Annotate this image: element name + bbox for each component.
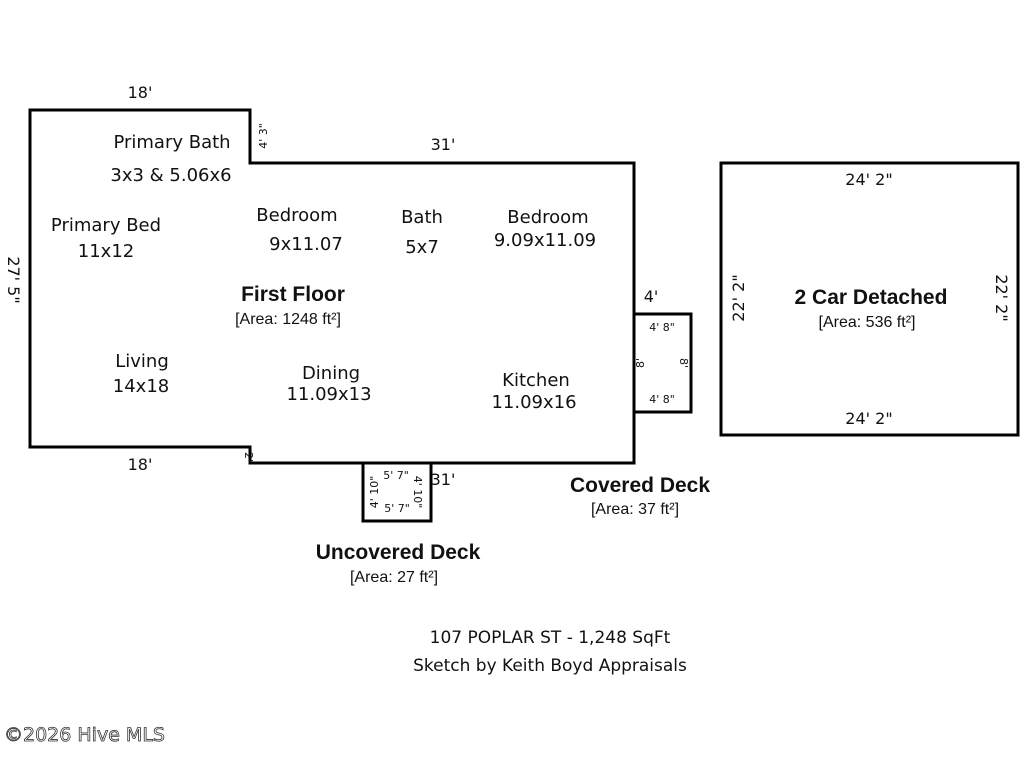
room-bedroom-1-size: 9x11.07	[269, 234, 343, 255]
dim-bottom-notch: 2'	[242, 452, 255, 462]
garage-dim-right: 22' 2"	[992, 274, 1011, 321]
uncovered-deck-area: [Area: 27 ft²]	[350, 569, 438, 586]
address-caption: 107 POPLAR ST - 1,248 SqFt	[430, 628, 671, 648]
room-primary-bed-size: 11x12	[78, 241, 134, 262]
garage-dim-bottom: 24' 2"	[845, 409, 892, 428]
garage-dim-left: 22' 2"	[729, 274, 748, 321]
room-bath-size: 5x7	[405, 237, 439, 258]
first-floor-title: First Floor	[241, 283, 345, 306]
dim-top-main: 31'	[431, 135, 456, 154]
room-dining-size: 11.09x13	[286, 384, 371, 405]
covered-deck-title: Covered Deck	[570, 474, 710, 497]
room-primary-bed-name: Primary Bed	[51, 215, 161, 236]
uncovered-deck-dim-left: 4' 10"	[368, 476, 381, 509]
dim-top-left: 18'	[128, 83, 153, 102]
room-primary-bath-name: Primary Bath	[113, 132, 230, 153]
uncovered-deck-dim-bottom: 5' 7"	[384, 502, 410, 515]
sketch-credit: Sketch by Keith Boyd Appraisals	[413, 656, 687, 676]
garage-dim-top: 24' 2"	[845, 170, 892, 189]
room-living-size: 14x18	[113, 376, 169, 397]
uncovered-deck-title: Uncovered Deck	[316, 541, 481, 564]
room-bedroom-2-name: Bedroom	[507, 207, 588, 228]
room-living-name: Living	[115, 351, 169, 372]
room-bedroom-1-name: Bedroom	[256, 205, 337, 226]
covered-deck-dim-right: 8'	[677, 358, 690, 368]
uncovered-deck-dim-top: 5' 7"	[383, 469, 409, 482]
garage-area: [Area: 536 ft²]	[819, 314, 916, 331]
room-dining-name: Dining	[302, 363, 360, 384]
covered-deck-dim-bottom: 4' 8"	[649, 393, 675, 406]
room-primary-bath-size: 3x3 & 5.06x6	[110, 165, 231, 186]
dim-bottom-main: 31'	[431, 470, 456, 489]
covered-deck-dim-left: 8'	[634, 358, 647, 368]
dim-left-side: 27' 5"	[4, 256, 23, 303]
room-bath-name: Bath	[401, 207, 443, 228]
covered-deck-dim-top: 4' 8"	[649, 321, 675, 334]
room-kitchen-name: Kitchen	[502, 370, 570, 391]
dim-notch: 4' 3"	[257, 123, 270, 149]
room-bedroom-2-size: 9.09x11.09	[494, 230, 596, 251]
covered-deck-outline	[632, 312, 693, 414]
uncovered-deck-dim-right: 4' 10"	[411, 476, 424, 509]
garage-outline	[719, 161, 1020, 437]
uncovered-deck-outline	[361, 461, 433, 523]
dim-right-side: 4'	[644, 287, 659, 306]
garage-title: 2 Car Detached	[795, 286, 948, 309]
room-kitchen-size: 11.09x16	[491, 392, 576, 413]
mls-watermark: ©2026 Hive MLS	[4, 724, 165, 746]
first-floor-area: [Area: 1248 ft²]	[235, 311, 341, 328]
covered-deck-area: [Area: 37 ft²]	[591, 501, 679, 518]
first-floor-outline	[28, 108, 636, 465]
dim-bottom-left: 18'	[128, 455, 153, 474]
